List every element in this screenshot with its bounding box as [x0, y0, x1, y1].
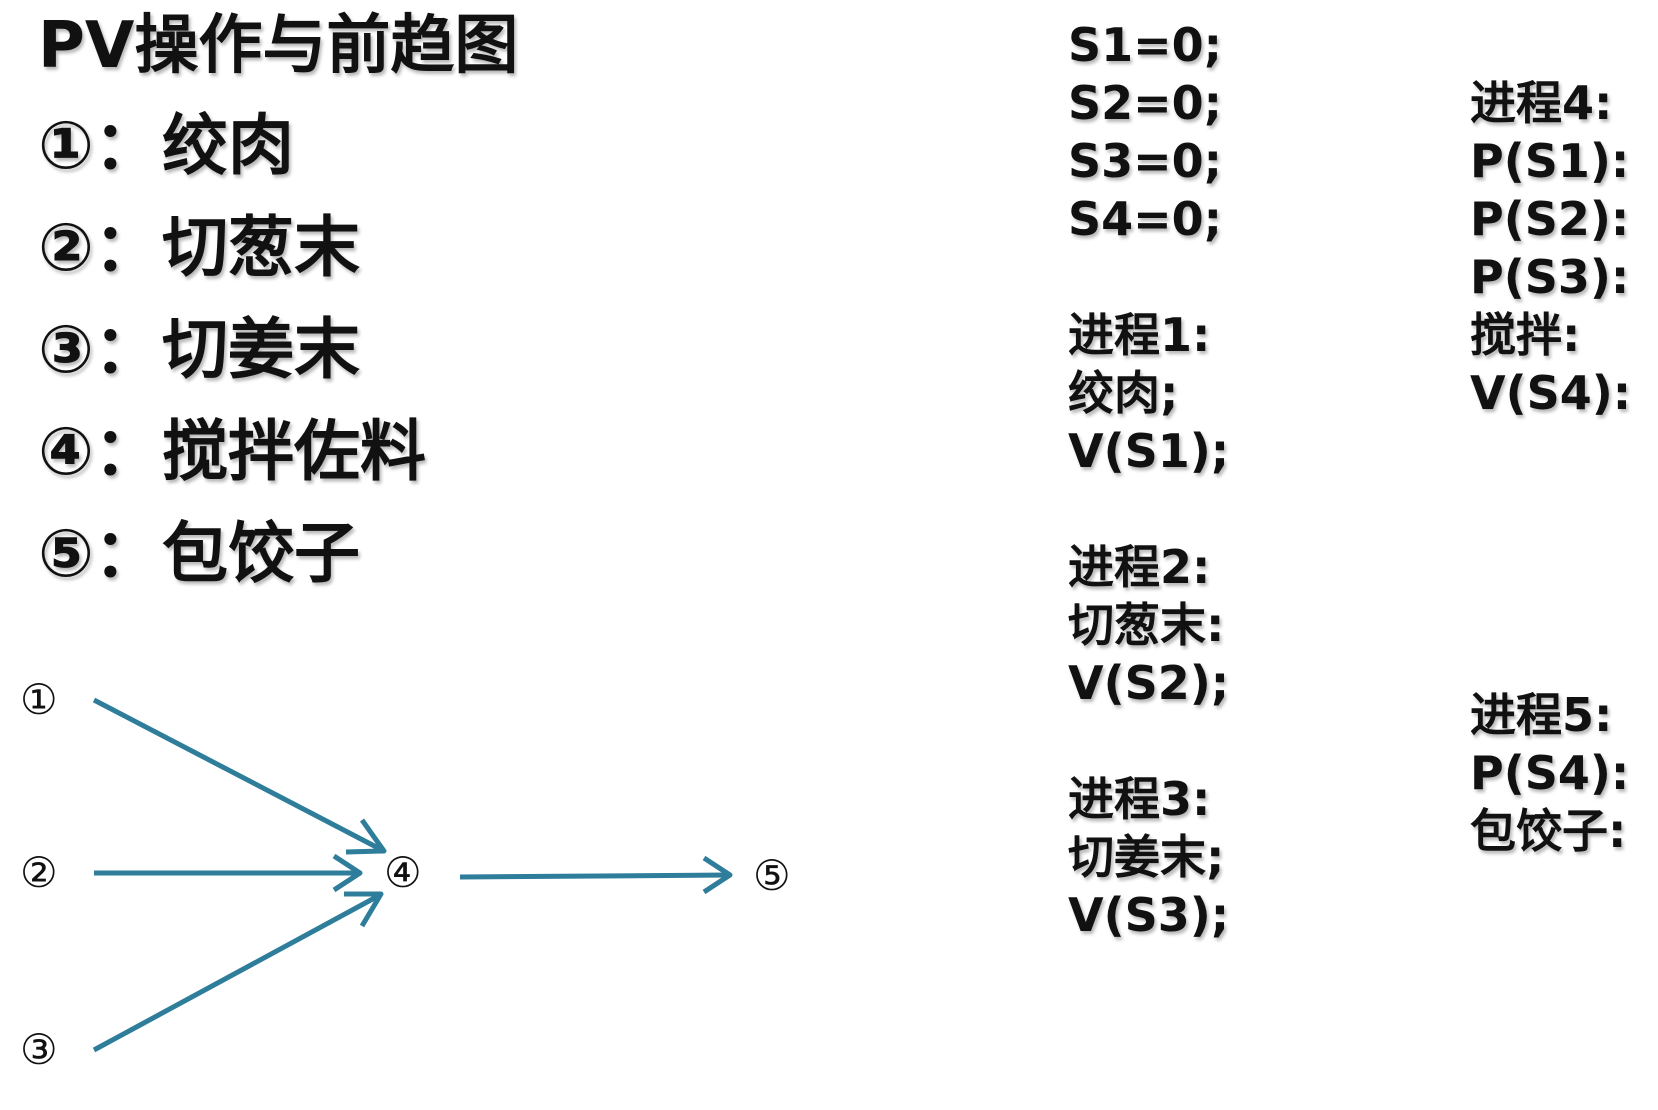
code-line: 切姜末;	[1068, 830, 1225, 884]
step-label: 绞肉	[162, 107, 294, 184]
step-2: ②：切葱末	[38, 208, 360, 288]
arrowhead-3-to-4	[344, 891, 384, 928]
step-5: ⑤：包饺子	[38, 514, 360, 594]
edge-1-to-4	[92, 697, 384, 853]
code-line: S4=0;	[1068, 192, 1223, 246]
step-label: 包饺子	[162, 515, 360, 592]
arrowhead-1-to-4	[345, 818, 387, 855]
code-line: P(S2):	[1470, 192, 1630, 246]
step-number: ④：	[38, 413, 160, 490]
step-number: ②：	[38, 209, 160, 286]
edge-3-to-4	[92, 892, 382, 1053]
step-3: ③：切姜末	[38, 310, 360, 390]
code-line: 进程3:	[1068, 772, 1211, 826]
code-line: V(S3);	[1068, 888, 1230, 942]
step-number: ①：	[38, 107, 160, 184]
code-line: P(S4):	[1470, 746, 1630, 800]
graph-node-2: ②	[20, 848, 58, 897]
code-line: P(S3):	[1470, 250, 1630, 304]
code-block-process-5: 进程5: P(S4): 包饺子:	[1470, 686, 1629, 860]
code-line	[1068, 712, 1229, 770]
graph-node-1: ①	[20, 675, 58, 724]
code-line	[1068, 480, 1229, 538]
code-line: 搅拌:	[1470, 308, 1581, 362]
step-4: ④：搅拌佐料	[38, 412, 426, 492]
code-line: 绞肉;	[1068, 366, 1179, 420]
graph-node-3: ③	[20, 1025, 58, 1074]
code-block-process-4: 进程4: P(S1): P(S2): P(S3): 搅拌: V(S4):	[1470, 74, 1631, 422]
page-title: PV操作与前趋图	[38, 9, 519, 83]
step-number: ⑤：	[38, 515, 160, 592]
code-line: V(S2);	[1068, 656, 1230, 710]
graph-node-5: ⑤	[753, 851, 791, 900]
code-line: V(S4):	[1470, 366, 1632, 420]
code-line: 切葱末:	[1068, 598, 1225, 652]
graph-node-4: ④	[384, 848, 422, 897]
code-line: 包饺子:	[1470, 804, 1627, 858]
step-1: ①：绞肉	[38, 106, 294, 186]
code-line	[1068, 248, 1229, 306]
arrowhead-2-to-4	[332, 853, 363, 893]
code-line: 进程4:	[1470, 76, 1613, 130]
step-label: 搅拌佐料	[162, 413, 426, 490]
code-line: 进程5:	[1470, 688, 1613, 742]
step-label: 切葱末	[162, 209, 360, 286]
step-number: ③：	[38, 311, 160, 388]
edge-4-to-5	[459, 872, 731, 880]
arrowhead-4-to-5	[702, 855, 733, 895]
code-block-left: S1=0; S2=0; S3=0; S4=0; 进程1: 绞肉; V(S1); …	[1068, 16, 1229, 944]
code-line: P(S1):	[1470, 134, 1630, 188]
code-line: S2=0;	[1068, 76, 1223, 130]
step-label: 切姜末	[162, 311, 360, 388]
code-line: S3=0;	[1068, 134, 1223, 188]
code-line: 进程1:	[1068, 308, 1211, 362]
code-line: V(S1);	[1068, 424, 1230, 478]
code-line: 进程2:	[1068, 540, 1211, 594]
code-line: S1=0;	[1068, 18, 1223, 72]
